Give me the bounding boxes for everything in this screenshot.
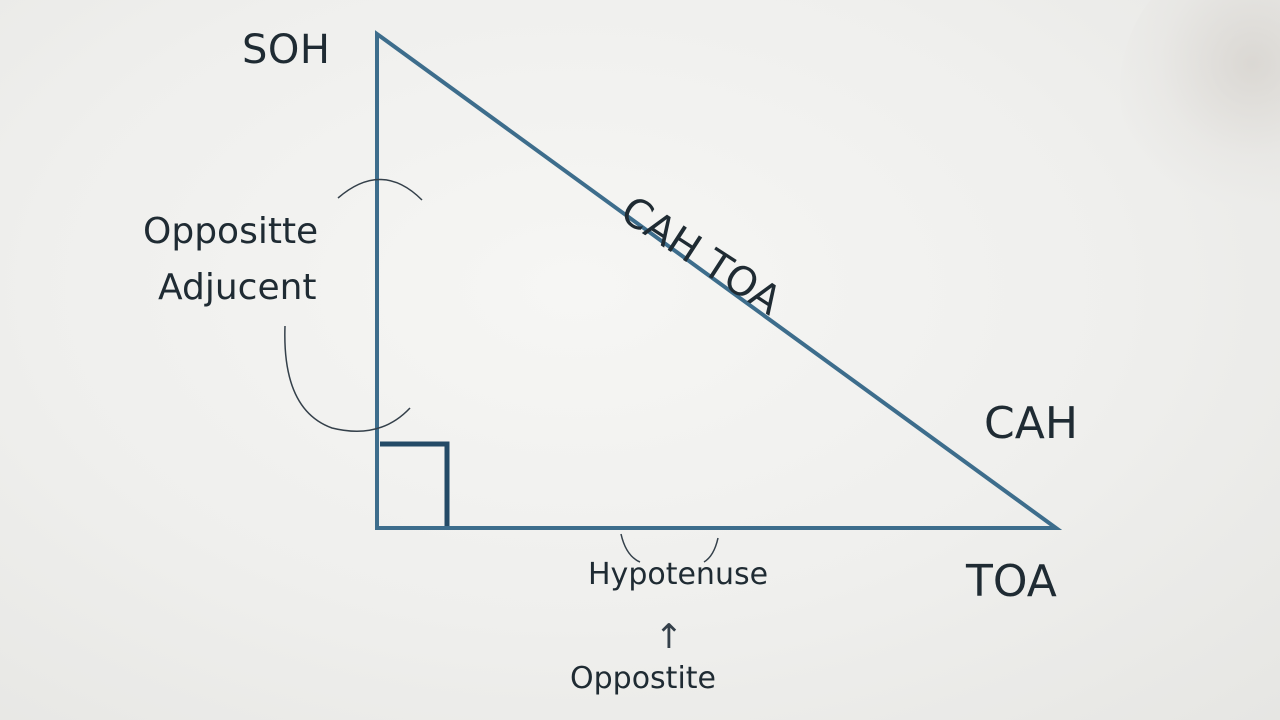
arrow-up-icon: ↑ [655,617,684,657]
bottom-label-opposite: Oppostite [570,661,717,696]
right-vertex-label: CAH [984,398,1078,449]
side-label-opposite: Oppositte [143,211,319,252]
base-label-hypotenuse: Hypotenuse [588,557,769,592]
vertex-top-label: SOH [242,27,331,73]
angle-arc-bottom [284,325,411,432]
right-angle-marker [380,441,450,526]
base-tick-right [703,537,719,563]
side-label-adjacent: Adjucent [158,267,317,308]
bottom-right-label: TOA [966,556,1057,607]
base-tick-left [620,533,641,563]
angle-arc-top [337,178,423,201]
right-triangle [375,30,1063,530]
